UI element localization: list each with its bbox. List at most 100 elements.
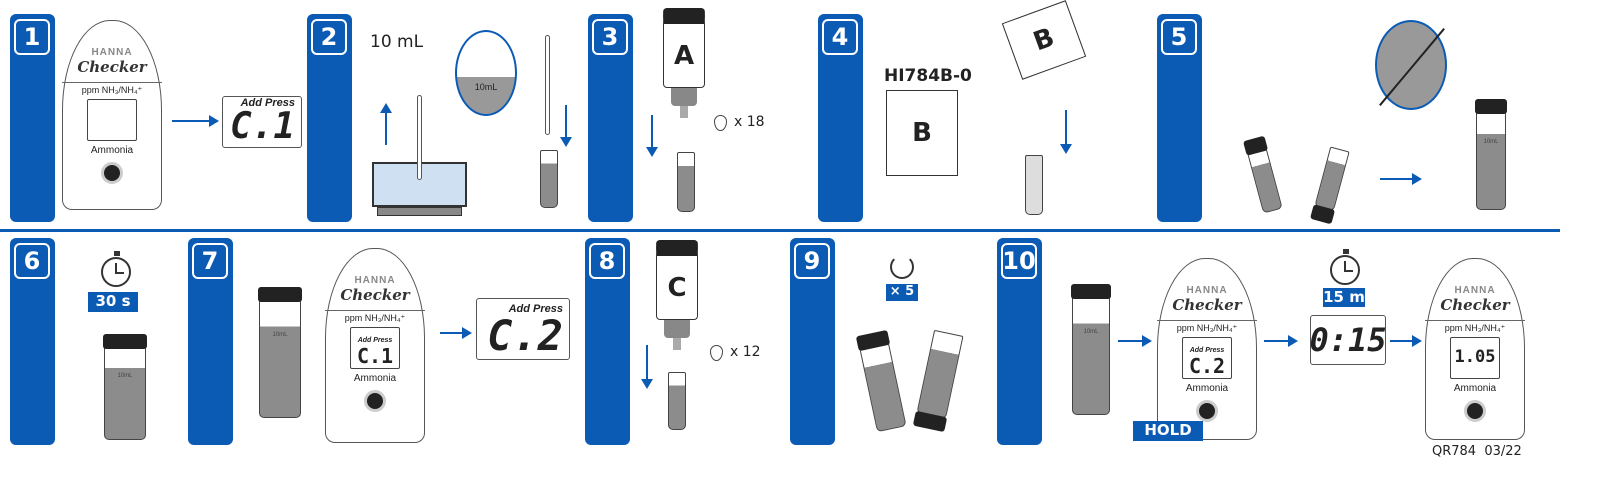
vial-mark: 10mL: [272, 332, 288, 339]
vial-magnified-icon: 10mL: [455, 30, 517, 116]
step-number: 3: [592, 19, 628, 55]
aquarium-base: [377, 207, 462, 216]
meter-parameter: Ammonia: [1453, 383, 1497, 394]
arrow-up-icon: [380, 103, 392, 145]
vial-inverting-icon: [912, 329, 964, 433]
vial-shaking-icon: [1309, 146, 1350, 225]
meter-brand: HANNA: [354, 275, 396, 286]
step-7-tab: 7: [188, 238, 233, 445]
vial-icon: [1025, 155, 1043, 215]
reagent-label: A: [663, 8, 705, 88]
meter-button[interactable]: [1464, 400, 1486, 422]
lcd-value: C.2: [487, 311, 563, 360]
reagent-b-packet-pouring: B: [1001, 0, 1087, 80]
meter-model: Checker: [77, 58, 147, 76]
vial-icon: 10mL: [1071, 284, 1111, 415]
packet-code: HI784B-0: [884, 66, 972, 86]
step-number: 7: [192, 243, 228, 279]
meter-button[interactable]: [101, 162, 123, 184]
timer-value: 0:15: [1309, 321, 1387, 359]
reagent-label: C: [656, 240, 698, 320]
wait-time-badge: 30 s: [88, 292, 138, 312]
step-6-tab: 6: [10, 238, 55, 445]
meter-screen: 1.05: [1450, 337, 1500, 379]
hold-badge: HOLD: [1133, 421, 1203, 441]
meter-button[interactable]: [364, 390, 386, 412]
timer-display: 0:15: [1309, 315, 1387, 365]
pipette-icon: [417, 95, 422, 180]
vial-icon: 10mL: [258, 287, 302, 418]
meter-model: Checker: [1172, 296, 1242, 314]
arrow-right-icon: [172, 115, 219, 127]
vial-inverting-icon: [855, 329, 907, 433]
vial-mark: 10mL: [1083, 329, 1099, 336]
lcd-prompt: Add Press: [508, 302, 563, 315]
arrow-right-icon: [1118, 335, 1152, 347]
undissolved-particles-icon: [1375, 20, 1447, 110]
step-number: 6: [14, 243, 50, 279]
step-3-tab: 3: [588, 14, 633, 222]
meter-units: ppm NH₃/NH₄⁺: [81, 85, 143, 95]
lcd-value: C.1: [356, 344, 394, 368]
step-number: 9: [794, 243, 830, 279]
footer-code: QR784 03/22: [1432, 444, 1522, 459]
lcd-value: C.1: [229, 106, 295, 147]
rotate-icon: [890, 255, 914, 279]
sample-volume: 10 mL: [370, 32, 424, 52]
step-8-tab: 8: [585, 238, 630, 445]
step-number: 10: [1001, 243, 1037, 279]
lcd-prompt: Add Press: [1189, 347, 1225, 354]
meter-parameter: Ammonia: [90, 145, 134, 156]
step-2-tab: 2: [307, 14, 352, 222]
step-number: 2: [311, 19, 347, 55]
step-number: 4: [822, 19, 858, 55]
arrow-right-icon: [440, 327, 472, 339]
checker-meter: HANNA Checker ppm NH₃/NH₄⁺ Ammonia: [62, 20, 162, 210]
arrow-down-icon: [641, 345, 653, 389]
meter-button[interactable]: [1196, 400, 1218, 422]
stopwatch-icon: [1330, 249, 1360, 285]
wait-time-badge: 15 m: [1323, 288, 1365, 307]
drop-icon: [710, 345, 723, 361]
vial-mark: 10mL: [117, 372, 133, 379]
meter-parameter: Ammonia: [1185, 383, 1229, 394]
divider: [0, 229, 1560, 232]
document-date: 03/22: [1484, 444, 1522, 459]
step-4-tab: 4: [818, 14, 863, 222]
vial-icon: 10mL: [103, 334, 147, 440]
arrow-right-icon: [1264, 335, 1298, 347]
lcd-prompt: Add Press: [357, 337, 393, 344]
step-1-tab: 1: [10, 14, 55, 222]
vial-icon: [540, 150, 558, 208]
meter-parameter: Ammonia: [353, 373, 397, 384]
meter-units: ppm NH₃/NH₄⁺: [1176, 323, 1238, 333]
meter-units: ppm NH₃/NH₄⁺: [344, 313, 406, 323]
meter-brand: HANNA: [1186, 285, 1228, 296]
vial-shaking-icon: [1242, 135, 1283, 214]
vial-mark: 10mL: [1483, 138, 1499, 145]
arrow-right-icon: [1390, 335, 1422, 347]
meter-brand: HANNA: [91, 47, 133, 58]
arrow-down-icon: [1060, 110, 1072, 154]
lcd-value: C.2: [1188, 354, 1226, 378]
meter-screen: [87, 99, 137, 141]
meter-brand: HANNA: [1454, 285, 1496, 296]
drop-count: x 18: [734, 114, 765, 130]
vial-icon: [677, 152, 695, 212]
step-number: 8: [589, 243, 625, 279]
reagent-b-packet: B: [886, 90, 958, 176]
vial-icon: [668, 372, 686, 430]
meter-model: Checker: [1440, 296, 1510, 314]
inversions-badge: × 5: [886, 284, 918, 301]
aquarium-icon: [372, 162, 467, 207]
arrow-down-icon: [560, 105, 572, 147]
step-number: 5: [1161, 19, 1197, 55]
pipette-icon: [545, 35, 550, 135]
stopwatch-icon: [101, 251, 131, 287]
